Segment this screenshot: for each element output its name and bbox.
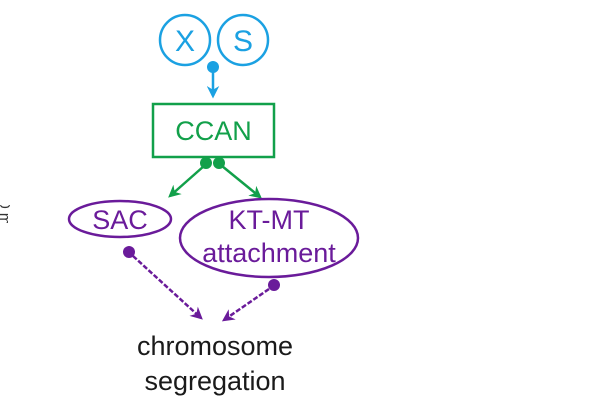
edge-ktmt-line xyxy=(221,287,270,322)
edge-ccan-to-ktmt xyxy=(221,165,262,199)
edge-xs-to-ccan xyxy=(206,61,220,99)
node-s: S xyxy=(216,13,270,67)
node-seg-label-line2: segregation xyxy=(144,366,285,396)
node-sac: SAC xyxy=(67,199,173,239)
node-ccan-box xyxy=(151,102,276,159)
node-sac-label: SAC xyxy=(92,205,148,235)
edges-ccan-out xyxy=(168,157,262,199)
node-ccan: CCAN xyxy=(151,102,276,159)
edge-ktmt-to-seg xyxy=(221,279,280,322)
edge-sac-line xyxy=(132,255,203,320)
node-sac-ellipse xyxy=(67,199,173,239)
node-x: X xyxy=(158,13,212,67)
node-chromosome-segregation: chromosome segregation xyxy=(137,331,293,396)
node-ktmt-label-line1: KT-MT xyxy=(229,205,310,235)
edge-ktmt-dot xyxy=(268,279,280,291)
node-ktmt-label-line2: attachment xyxy=(202,238,336,268)
node-s-circle xyxy=(216,13,270,67)
edge-ccan-to-sac xyxy=(168,165,205,198)
node-ccan-label: CCAN xyxy=(175,116,252,146)
node-x-circle xyxy=(158,13,212,67)
edge-sac-dot xyxy=(123,246,135,258)
edge-xs-junction-dot xyxy=(207,61,219,73)
node-seg-label-line1: chromosome xyxy=(137,331,293,361)
node-ktmt-ellipse xyxy=(178,197,360,279)
node-ktmt: KT-MT attachment xyxy=(178,197,360,279)
node-s-label: S xyxy=(233,25,253,58)
node-x-label: X xyxy=(175,25,195,58)
edge-sac-to-seg xyxy=(123,246,203,320)
